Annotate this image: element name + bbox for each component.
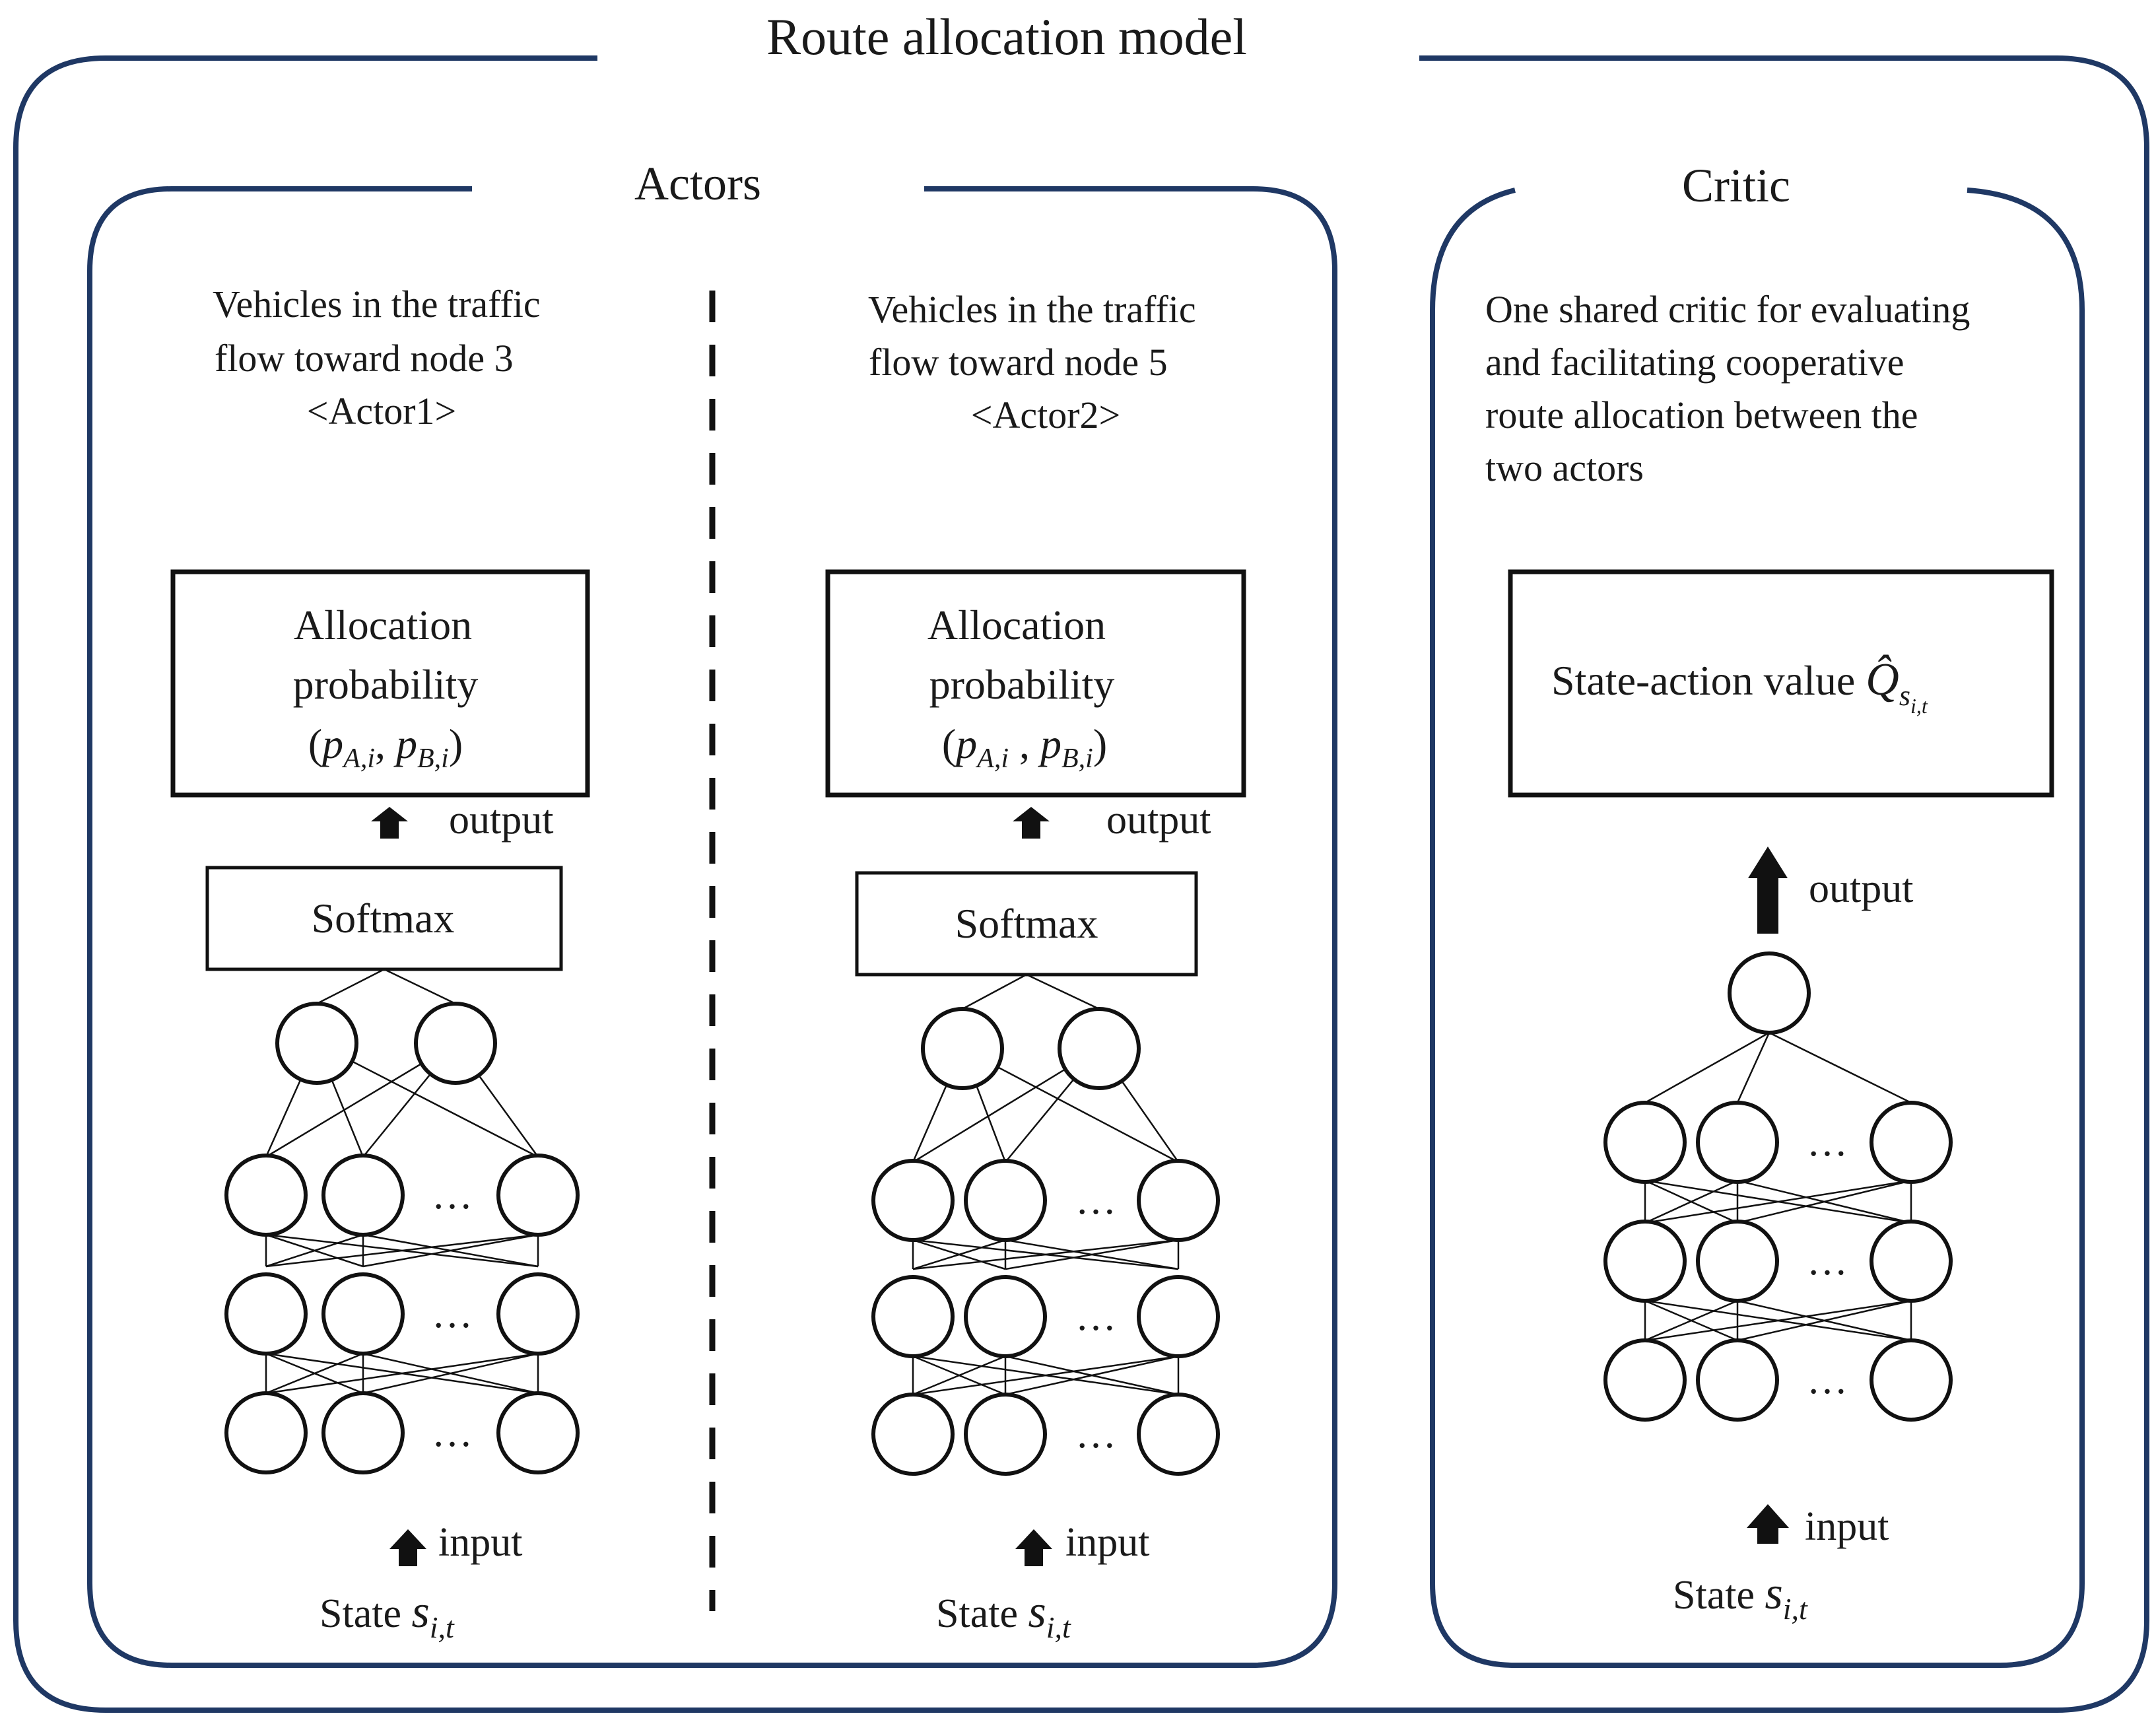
critic-node bbox=[1603, 1338, 1687, 1422]
critic-output-label: output bbox=[1809, 866, 1913, 911]
critic-input-label: input bbox=[1805, 1504, 1889, 1549]
actor-1-node bbox=[496, 1154, 580, 1237]
critic-node bbox=[1870, 1338, 1953, 1422]
critic-desc-line3: route allocation between the bbox=[1485, 394, 1918, 436]
actor-1-node bbox=[496, 1272, 580, 1356]
critic-node bbox=[1603, 1220, 1687, 1303]
actor-2-output-arrow-icon bbox=[1013, 807, 1050, 839]
actor-1-node bbox=[224, 1272, 308, 1356]
actor-2-ellipsis: … bbox=[1075, 1178, 1116, 1223]
actor-2-node bbox=[921, 1007, 1004, 1090]
actor-1-node bbox=[414, 1002, 497, 1085]
actor-2-node bbox=[1137, 1393, 1220, 1476]
actor-1-output-line1: Allocation bbox=[294, 602, 472, 648]
actor-1-node bbox=[321, 1391, 405, 1474]
actor-2-softmax-box bbox=[855, 871, 1198, 977]
outer-frame bbox=[13, 55, 2149, 1713]
actor-2-node bbox=[871, 1159, 955, 1242]
actor-2-node bbox=[1137, 1275, 1220, 1358]
actor-2-node bbox=[964, 1275, 1047, 1358]
critic-node bbox=[1696, 1338, 1779, 1422]
actor-2-output-label: output bbox=[1106, 798, 1211, 843]
actor-2-input-label: input bbox=[1065, 1520, 1149, 1565]
critic-desc-line2: and facilitating cooperative bbox=[1485, 341, 1904, 384]
actor-1-output-arrow-icon bbox=[371, 807, 408, 839]
actor-2-output-box bbox=[825, 569, 1246, 798]
actor-1-node bbox=[275, 1002, 358, 1085]
critic-node bbox=[1603, 1101, 1687, 1184]
actor-1-ellipsis: … bbox=[432, 1410, 473, 1455]
actor-2-desc-line1: Vehicles in the traffic bbox=[868, 288, 1196, 331]
actor-2-output-line1: Allocation bbox=[927, 602, 1106, 648]
critic-node bbox=[1696, 1220, 1779, 1303]
actor-2-node bbox=[964, 1159, 1047, 1242]
critic-ellipsis: … bbox=[1807, 1358, 1848, 1402]
critic-value-box bbox=[1508, 569, 2054, 798]
actor-1-node bbox=[224, 1154, 308, 1237]
actor-2-node bbox=[1137, 1159, 1220, 1242]
actors-frame bbox=[87, 186, 1337, 1668]
actor-2-node bbox=[964, 1393, 1047, 1476]
critic-heading: Critic bbox=[1682, 159, 1790, 212]
actor-1-desc-line2: flow toward node 3 bbox=[215, 337, 514, 380]
actor-1-node bbox=[321, 1154, 405, 1237]
actor-1-desc-line1: Vehicles in the traffic bbox=[213, 283, 541, 326]
critic-ellipsis: … bbox=[1807, 1239, 1848, 1284]
actor-1-node bbox=[321, 1272, 405, 1356]
actor-1-output-formula: (pA,i, pB,i) bbox=[308, 720, 463, 774]
actor-2-name: <Actor2> bbox=[971, 394, 1120, 436]
actor-2-desc-line2: flow toward node 5 bbox=[869, 341, 1168, 384]
critic-desc-line1: One shared critic for evaluating bbox=[1485, 288, 1970, 331]
actor-1-name: <Actor1> bbox=[307, 390, 456, 432]
actor-1-input-arrow-icon bbox=[389, 1529, 426, 1566]
actor-1-output-box bbox=[170, 569, 590, 798]
actor-1-ellipsis: … bbox=[432, 1292, 473, 1336]
critic-value-label: State-action value Q̂si,t bbox=[1551, 654, 1928, 718]
model-title: Route allocation model bbox=[766, 8, 1247, 65]
actor-2-input-arrow-icon bbox=[1015, 1529, 1052, 1566]
critic-state: State si,t bbox=[1673, 1568, 1808, 1626]
actor-2-state: State si,t bbox=[936, 1587, 1071, 1644]
critic-ellipsis: … bbox=[1807, 1120, 1848, 1165]
critic-node bbox=[1870, 1220, 1953, 1303]
actor-2-node bbox=[871, 1275, 955, 1358]
actor-1: Vehicles in the traffic flow toward node… bbox=[170, 283, 590, 1644]
actor-2-node bbox=[871, 1393, 955, 1476]
actor-1-softmax-label: Softmax bbox=[312, 895, 455, 942]
actor-2-ellipsis: … bbox=[1075, 1412, 1116, 1457]
critic-frame bbox=[1430, 188, 2085, 1668]
actor-1-node bbox=[224, 1391, 308, 1474]
critic-output-arrow-icon bbox=[1748, 846, 1788, 934]
actor-1-output-line2: probability bbox=[293, 661, 479, 708]
critic-output-node bbox=[1728, 951, 1811, 1035]
actor-1-input-label: input bbox=[438, 1520, 522, 1565]
critic-node bbox=[1870, 1101, 1953, 1184]
critic-desc-line4: two actors bbox=[1485, 446, 1644, 489]
critic-node bbox=[1696, 1101, 1779, 1184]
actor-1-softmax-box bbox=[205, 866, 563, 971]
actor-1-node bbox=[496, 1391, 580, 1474]
actor-1-state: State si,t bbox=[320, 1587, 455, 1644]
actor-2-node bbox=[1058, 1007, 1141, 1090]
actor-1-ellipsis: … bbox=[432, 1173, 473, 1218]
actor-2-ellipsis: … bbox=[1075, 1294, 1116, 1339]
actor-2-output-line2: probability bbox=[929, 661, 1115, 708]
critic-input-arrow-icon bbox=[1747, 1504, 1789, 1544]
actor-2: Vehicles in the traffic flow toward node… bbox=[825, 288, 1246, 1644]
actors-heading: Actors bbox=[634, 157, 761, 210]
critic: One shared critic for evaluating and fac… bbox=[1485, 288, 2054, 1626]
actor-2-softmax-label: Softmax bbox=[955, 900, 1098, 947]
critic-connections bbox=[1644, 1031, 1912, 1342]
actor-1-output-label: output bbox=[449, 798, 553, 843]
